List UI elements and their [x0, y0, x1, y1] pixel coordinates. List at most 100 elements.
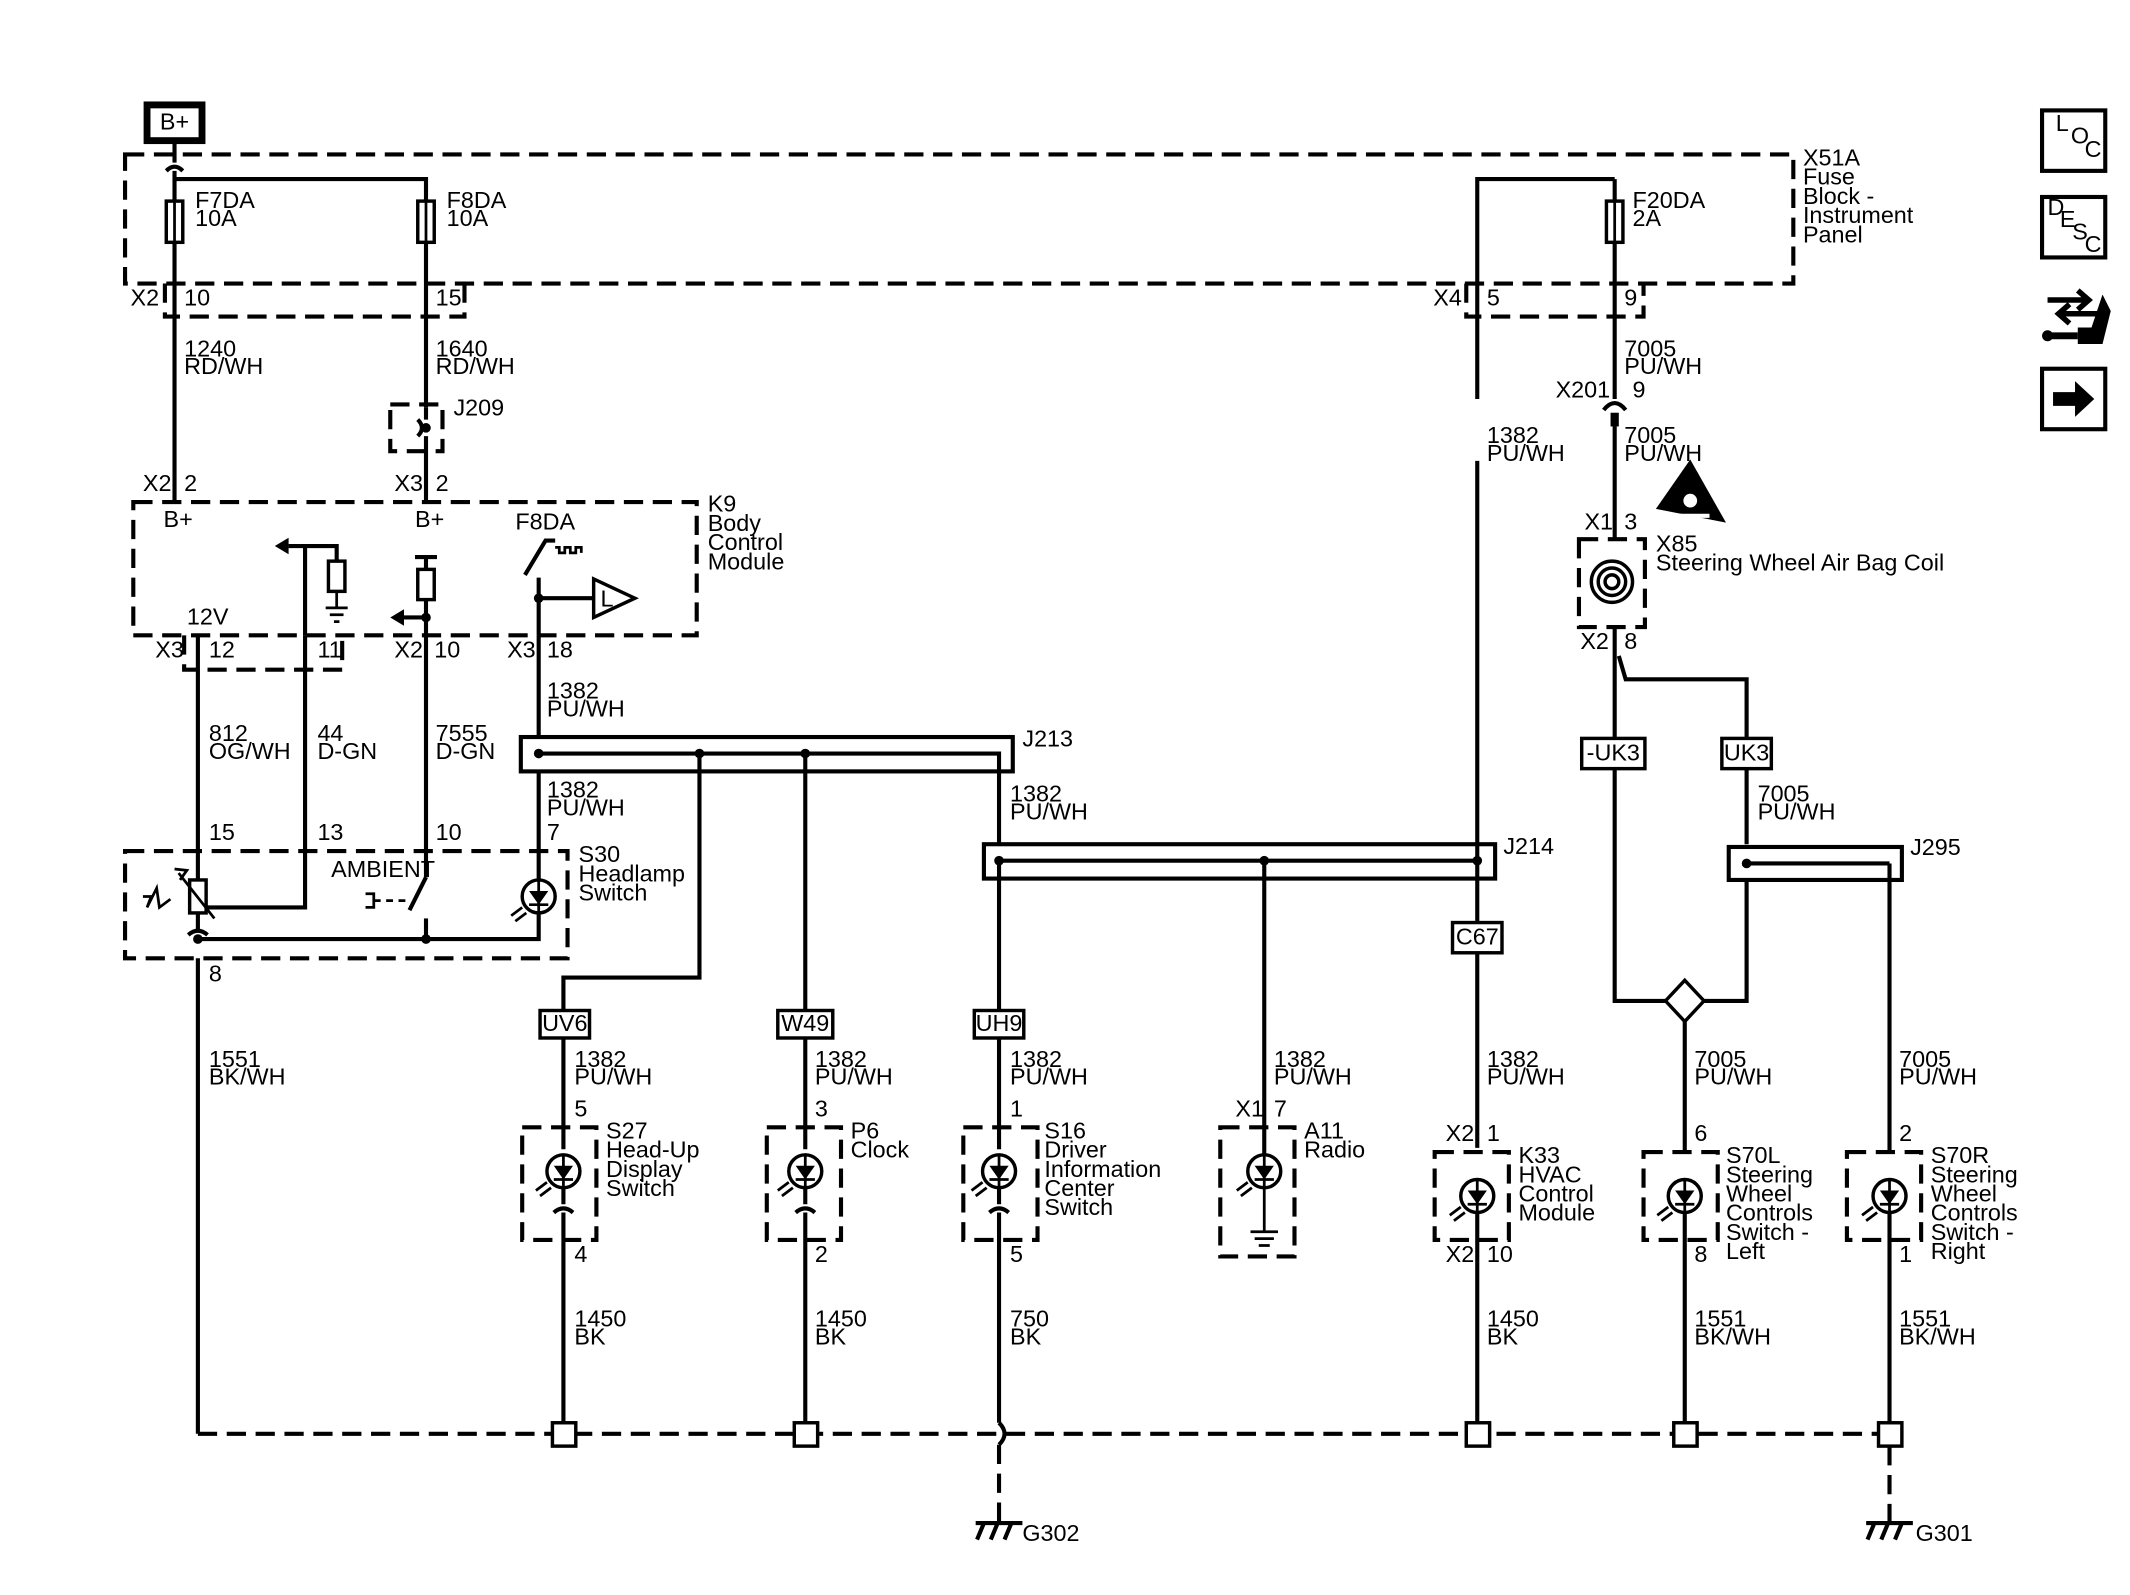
pin-x2: X2: [394, 636, 423, 662]
pin-3: 3: [1624, 509, 1637, 535]
component-desc: Steering: [1931, 1161, 2018, 1187]
component-desc: Clock: [851, 1137, 910, 1163]
pin-x4: X4: [1433, 285, 1462, 311]
tag-uk3-label: UK3: [1724, 739, 1769, 765]
pin-x3: X3: [507, 636, 536, 662]
wire-circuit: 7005: [1694, 1046, 1746, 1072]
splice-pack-j214: J214: [981, 833, 1554, 881]
component-desc: Wheel: [1726, 1181, 1792, 1207]
desc-letter-e: E: [2060, 206, 2076, 232]
wire-color: PU/WH: [1624, 353, 1702, 379]
wire-color: PU/WH: [1487, 1064, 1565, 1090]
headlamp-ref: S30: [579, 841, 621, 867]
clock-p6: 3 2 P6 Clock: [764, 1095, 910, 1267]
diamond-junction: [1663, 977, 1707, 1025]
pin-7: 7: [547, 819, 560, 845]
tag-uk3: UK3: [1720, 736, 1774, 771]
component-ref: S70R: [1931, 1142, 1989, 1168]
tag-uh9: UH9: [972, 1008, 1026, 1040]
tag-uh9-label: UH9: [976, 1010, 1023, 1036]
connector-tool-button[interactable]: [2042, 288, 2111, 345]
loc-button[interactable]: L O C: [2039, 108, 2108, 173]
headlamp-ambient: AMBIENT: [331, 856, 435, 882]
pin-13: 13: [317, 819, 343, 845]
wire-circuit: 1382: [547, 777, 599, 803]
pin-x2: X2: [1446, 1241, 1475, 1267]
component-desc: Right: [1931, 1238, 1986, 1264]
tag-minus-uk3: -UK3: [1579, 736, 1647, 771]
component-desc: Left: [1726, 1238, 1765, 1264]
wire-circuit: 1382: [1010, 781, 1062, 807]
wire-color: PU/WH: [815, 1064, 893, 1090]
desc-button[interactable]: D E S C: [2039, 194, 2108, 260]
ground-g302: G302: [975, 1520, 1080, 1546]
splice-pack-j295-ref: J295: [1910, 834, 1961, 860]
pin-5: 5: [574, 1095, 587, 1121]
battery-power-symbol: B+: [143, 101, 206, 145]
bcm-b-plus-1: B+: [164, 506, 193, 532]
wire-color: BK/WH: [1694, 1323, 1771, 1349]
wire-color: PU/WH: [1694, 1064, 1772, 1090]
wire-color: RD/WH: [436, 353, 515, 379]
pin-8: 8: [209, 961, 222, 987]
desc-letter-d: D: [2048, 194, 2065, 220]
pin-15: 15: [436, 285, 462, 311]
fuse-f20da-rating: 2A: [1633, 205, 1662, 231]
headlamp-desc-2: Switch: [579, 880, 648, 906]
wire-color: D-GN: [436, 738, 496, 764]
next-arrow-button[interactable]: [2039, 366, 2108, 432]
wire-circuit: 1382: [1274, 1046, 1326, 1072]
desc-letter-c: C: [2085, 231, 2102, 257]
fuse-f8da-rating: 10A: [447, 205, 489, 231]
pin-12: 12: [209, 636, 235, 662]
loc-letter-c: C: [2085, 136, 2102, 162]
airbag-warning-icon: [1655, 459, 1726, 523]
wire-color: PU/WH: [1010, 1064, 1088, 1090]
component-ref: P6: [851, 1117, 880, 1143]
component-ref: S27: [606, 1117, 648, 1143]
fuse-block-desc-1: Fuse: [1803, 164, 1855, 190]
splice-j209-ref: J209: [453, 394, 504, 420]
connector-x201: X201 9: [1556, 377, 1646, 427]
wire-color: OG/WH: [209, 738, 291, 764]
pin-x1: X1: [1235, 1095, 1264, 1121]
pin-1: 1: [1487, 1120, 1500, 1146]
pin-x3: X3: [155, 636, 184, 662]
tag-c67: C67: [1450, 920, 1504, 955]
pin-2: 2: [1899, 1120, 1912, 1146]
pin-x2: X2: [1580, 628, 1609, 654]
wire-color: BK: [815, 1323, 847, 1349]
pin-2: 2: [436, 470, 449, 496]
pin-7: 7: [1274, 1095, 1287, 1121]
bcm-desc-3: Module: [708, 548, 785, 574]
body-control-module-k9: K9 Body Control Module X2 2 X3 2 B+ B+ 1…: [131, 470, 785, 672]
pin-11: 11: [317, 636, 341, 662]
component-ref: K33: [1518, 1142, 1560, 1168]
wire-circuit: 1382: [1010, 1046, 1062, 1072]
pin-x1: X1: [1584, 509, 1613, 535]
wire-color: PU/WH: [1758, 798, 1836, 824]
component-desc: Steering: [1726, 1161, 1813, 1187]
ground-splice: [792, 1421, 820, 1448]
wire-color: PU/WH: [1487, 440, 1565, 466]
wire-circuit: 1551: [1899, 1306, 1951, 1332]
fuse-f20da: F20DA 2A: [1604, 187, 1706, 245]
pin-10: 10: [184, 285, 210, 311]
pin-2: 2: [815, 1241, 828, 1267]
airbag-coil-x85: X1 3 X85 Steering Wheel Air Bag Coil X2 …: [1576, 459, 1944, 654]
splice-pack-j295: J295: [1726, 834, 1961, 883]
splice-pack-j213-ref: J213: [1022, 726, 1073, 752]
component-desc: Control: [1518, 1181, 1593, 1207]
fuse-f7da-rating: 10A: [195, 205, 237, 231]
wire-color: PU/WH: [1274, 1064, 1352, 1090]
ground-splice: [1876, 1421, 1904, 1448]
headlamp-switch-s30: S30 Headlamp Switch AMBIENT 15 13 10 7 8: [122, 819, 685, 987]
component-ref: S70L: [1726, 1142, 1781, 1168]
tag-c67-label: C67: [1456, 924, 1499, 950]
wire-color: BK: [1010, 1323, 1042, 1349]
pin-18: 18: [547, 636, 573, 662]
pin-10: 10: [434, 636, 460, 662]
pin-5: 5: [1487, 285, 1500, 311]
ground-splice: [1464, 1421, 1492, 1448]
